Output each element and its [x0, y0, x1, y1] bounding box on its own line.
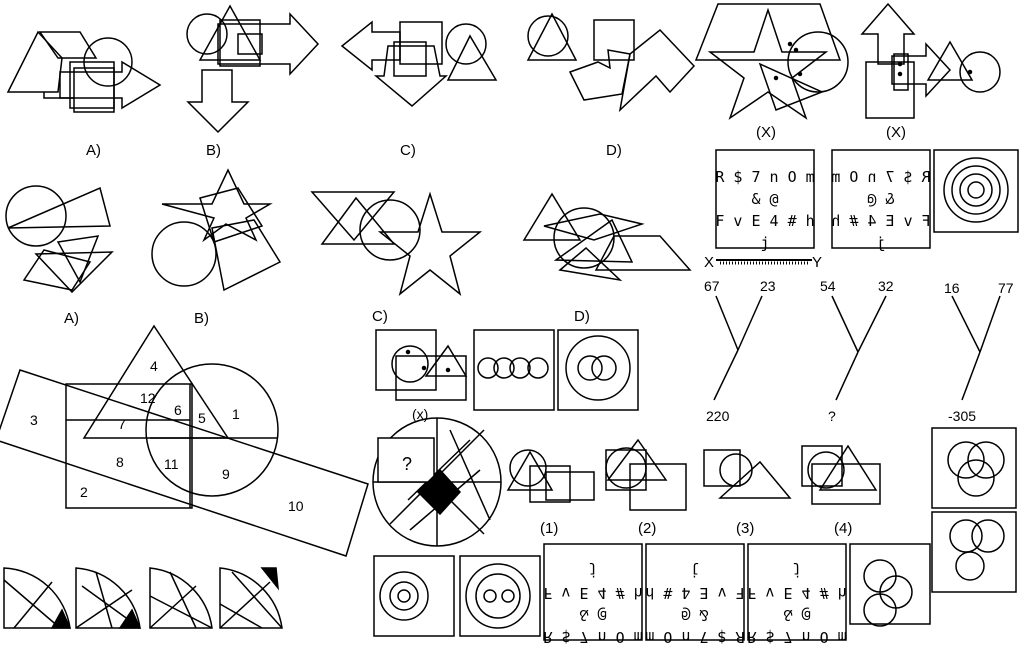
venn-num-8: 8: [116, 454, 124, 470]
venn-diagram: [0, 324, 369, 557]
row2-option-b: B): [194, 310, 209, 327]
branch3-result: -305: [948, 408, 977, 424]
venn-num-2: 2: [80, 484, 88, 500]
dot-figure: [375, 329, 468, 401]
venn-num-6: 6: [174, 402, 182, 418]
opt2-line-2: & @: [681, 606, 709, 624]
row1-option-c: C): [400, 142, 416, 159]
venn-num-11: 11: [164, 456, 179, 472]
row2-option-d: D): [574, 308, 590, 325]
opt1-line-2: & @: [579, 606, 607, 624]
mirror-option-1-text: R $ 7 n O m & @ F v E 4 # h j: [538, 560, 648, 648]
option-figures-mid: [506, 438, 881, 511]
branch1-left: 67: [704, 278, 720, 294]
figure-1b: [186, 4, 320, 134]
mirror-sample-text: R $ 7 n O m & @ F v E 4 # h j: [826, 166, 936, 254]
mirror-sample-line-3: F v E 4 # h j: [831, 212, 931, 252]
row1-x-label-b: (X): [886, 124, 906, 141]
circle-question-mark: ?: [402, 454, 413, 474]
branch2-left: 54: [820, 278, 836, 294]
venn-num-9: 9: [222, 466, 230, 482]
venn-num-1: 1: [232, 406, 240, 422]
mirror-option-2: (2): [638, 520, 657, 537]
branch2-right: 32: [878, 278, 894, 294]
figure-2b: [151, 168, 282, 292]
mirror-option-1: (1): [540, 520, 559, 537]
venn-num-10: 10: [288, 498, 304, 514]
mirror-sample-line-2: & @: [867, 190, 895, 208]
quarter-figures: [3, 567, 283, 629]
circle-puzzle: [372, 417, 502, 547]
figure-1c: [340, 20, 498, 107]
mirror-option-4: (4): [834, 520, 853, 537]
row2-option-c: C): [372, 308, 388, 325]
mirror-sample-line-1: R $ 7 n O m: [831, 168, 931, 186]
figure-2c: [310, 191, 483, 297]
mirror-axis-y: Y: [812, 254, 823, 271]
row1-option-d: D): [606, 142, 622, 159]
venn-num-12: 12: [140, 390, 156, 406]
figure-1x-b: [860, 2, 1001, 119]
row1-x-label-a: (X): [756, 124, 776, 141]
x-label: (x): [412, 406, 429, 422]
branch-diagrams: [713, 295, 1001, 401]
figure-2d: [522, 192, 692, 282]
branch1-right: 23: [760, 278, 776, 294]
mirror-sample-box: [831, 149, 931, 249]
concentric-box: [933, 149, 1019, 233]
row1-option-a: A): [86, 142, 101, 159]
opt2-line-3: F v E 4 # h j: [645, 562, 745, 602]
opt1-line-3: F v E 4 # h j: [543, 562, 643, 602]
opt3-line-3: F v E 4 # h j: [747, 562, 847, 602]
mirror-line-1: R $ 7 n O m: [715, 168, 815, 186]
mirror-axis-x: X: [704, 254, 715, 271]
mirror-line-2: & @: [751, 190, 779, 208]
branch1-result: 220: [706, 408, 730, 424]
figure-1a: [6, 30, 162, 113]
mirror-question-box: [715, 149, 815, 249]
figure-1x-a: [694, 3, 849, 120]
opt3-line-2: & @: [783, 606, 811, 624]
mirror-option-2-text: R $ 7 n O m & @ F v E 4 # h j: [640, 560, 750, 648]
venn-num-3: 3: [30, 412, 38, 428]
venn-num-4: 4: [150, 358, 158, 374]
mirror-option-3-text: R $ 7 n O m & @ F v E 4 # h j: [742, 560, 852, 648]
branch2-result: ?: [828, 408, 836, 424]
venn-num-5: 5: [198, 410, 206, 426]
venn-num-7: 7: [118, 416, 126, 432]
mirror-option-3: (3): [736, 520, 755, 537]
branch3-left: 16: [944, 280, 960, 296]
row2-option-a: A): [64, 310, 79, 327]
row1-option-b: B): [206, 142, 221, 159]
branch3-right: 77: [998, 280, 1014, 296]
figure-1d: [526, 12, 696, 113]
mirror-line-3: F v E 4 # h j: [715, 212, 815, 252]
mirror-question-text: R $ 7 n O m & @ F v E 4 # h j: [710, 166, 820, 254]
figure-2a: [5, 185, 114, 294]
